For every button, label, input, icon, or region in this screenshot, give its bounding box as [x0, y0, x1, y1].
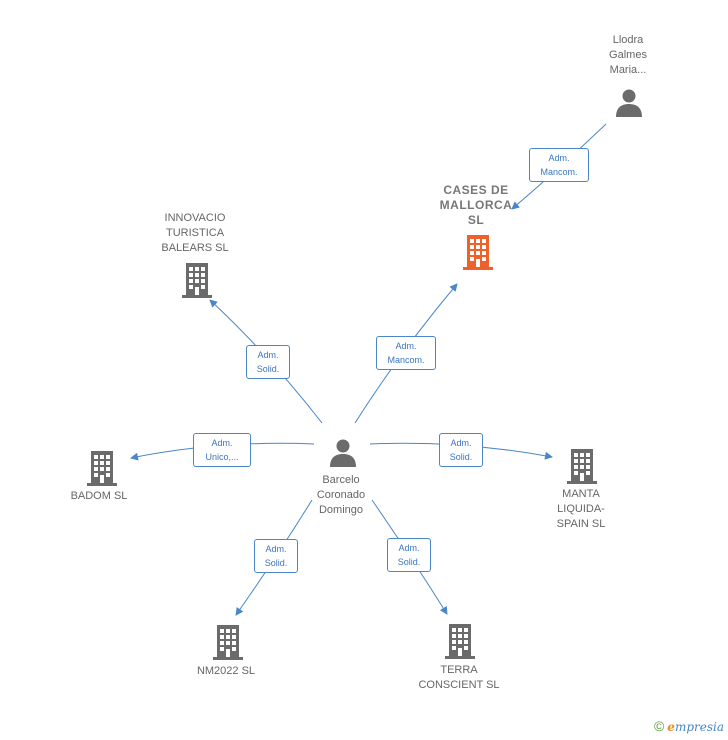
building-icon [463, 235, 493, 270]
role-badge-barcelo-terra[interactable]: Adm. Solid. [387, 538, 431, 572]
building-icon [182, 263, 212, 298]
role-badge-llodra-cases[interactable]: Adm. Mancom. [529, 148, 589, 182]
building-icon [213, 625, 243, 660]
role-badge-barcelo-manta[interactable]: Adm. Solid. [439, 433, 483, 467]
node-manta-label: MANTA LIQUIDA- SPAIN SL [556, 488, 606, 530]
role-badge-barcelo-cases[interactable]: Adm. Mancom. [376, 336, 436, 370]
person-icon [616, 89, 642, 117]
node-innovacio-label: INNOVACIO TURISTICA BALEARS SL [161, 212, 229, 254]
building-icon [567, 449, 597, 484]
node-terra-label: TERRA CONSCIENT SL [418, 664, 500, 691]
person-icon [330, 439, 356, 467]
copyright-icon: © [653, 718, 665, 734]
node-nm2022-label: NM2022 SL [196, 665, 256, 677]
node-llodra-label: Llodra Galmes Maria... [609, 34, 647, 76]
node-badom-label: BADOM SL [70, 490, 128, 502]
role-badge-barcelo-innovacio[interactable]: Adm. Solid. [246, 345, 290, 379]
role-badge-barcelo-nm2022[interactable]: Adm. Solid. [254, 539, 298, 573]
brand-name: empresia [667, 720, 724, 734]
building-icon [87, 451, 117, 486]
node-cases-label: CASES DE MALLORCA SL [439, 183, 513, 227]
node-barcelo-label: Barcelo Coronado Domingo [316, 474, 366, 516]
empresia-watermark: ©empresia [654, 718, 724, 734]
role-badge-barcelo-badom[interactable]: Adm. Unico,... [193, 433, 251, 467]
building-icon [445, 624, 475, 659]
